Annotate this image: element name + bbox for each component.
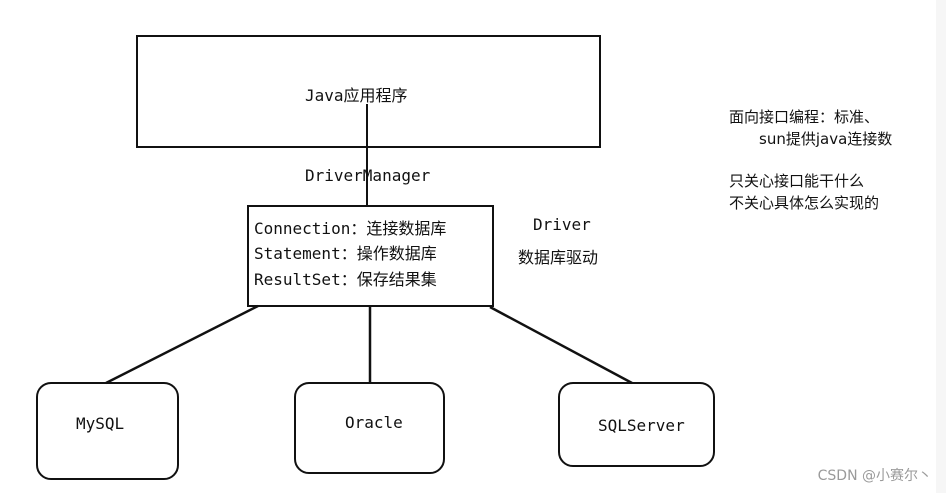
java-app-box — [136, 35, 601, 148]
java-app-label: Java应用程序 — [305, 86, 408, 105]
api-statement-label: Statement：操作数据库 — [254, 244, 437, 263]
right-edge-strip — [936, 0, 946, 493]
mysql-box — [36, 382, 179, 480]
api-connection-label: Connection：连接数据库 — [254, 219, 447, 238]
note-care-what: 只关心接口能干什么 — [729, 172, 865, 190]
driver-subtitle: 数据库驱动 — [518, 248, 599, 267]
connector-to-mysql — [105, 304, 259, 385]
connector-to-sqlserver — [489, 305, 633, 385]
side-notes: 面向接口编程：标准、 sun提供java连接数 只关心接口能干什么 不关心具体怎… — [729, 106, 936, 214]
db-mysql-label: MySQL — [76, 414, 125, 433]
note-interface-programming: 面向接口编程：标准、 — [729, 108, 880, 126]
api-resultset-label: ResultSet：保存结果集 — [254, 270, 437, 289]
csdn-watermark: CSDN @小赛尔丶 — [817, 468, 932, 484]
driver-manager-label: DriverManager — [305, 166, 431, 185]
note-sun-provides: sun提供java连接数 — [759, 130, 893, 148]
db-oracle-label: Oracle — [345, 413, 403, 432]
driver-title: Driver — [533, 215, 591, 234]
oracle-box — [294, 382, 445, 474]
db-sqlserver-label: SQLServer — [598, 416, 685, 435]
sqlserver-box — [558, 382, 715, 467]
note-not-care-how: 不关心具体怎么实现的 — [729, 194, 880, 212]
